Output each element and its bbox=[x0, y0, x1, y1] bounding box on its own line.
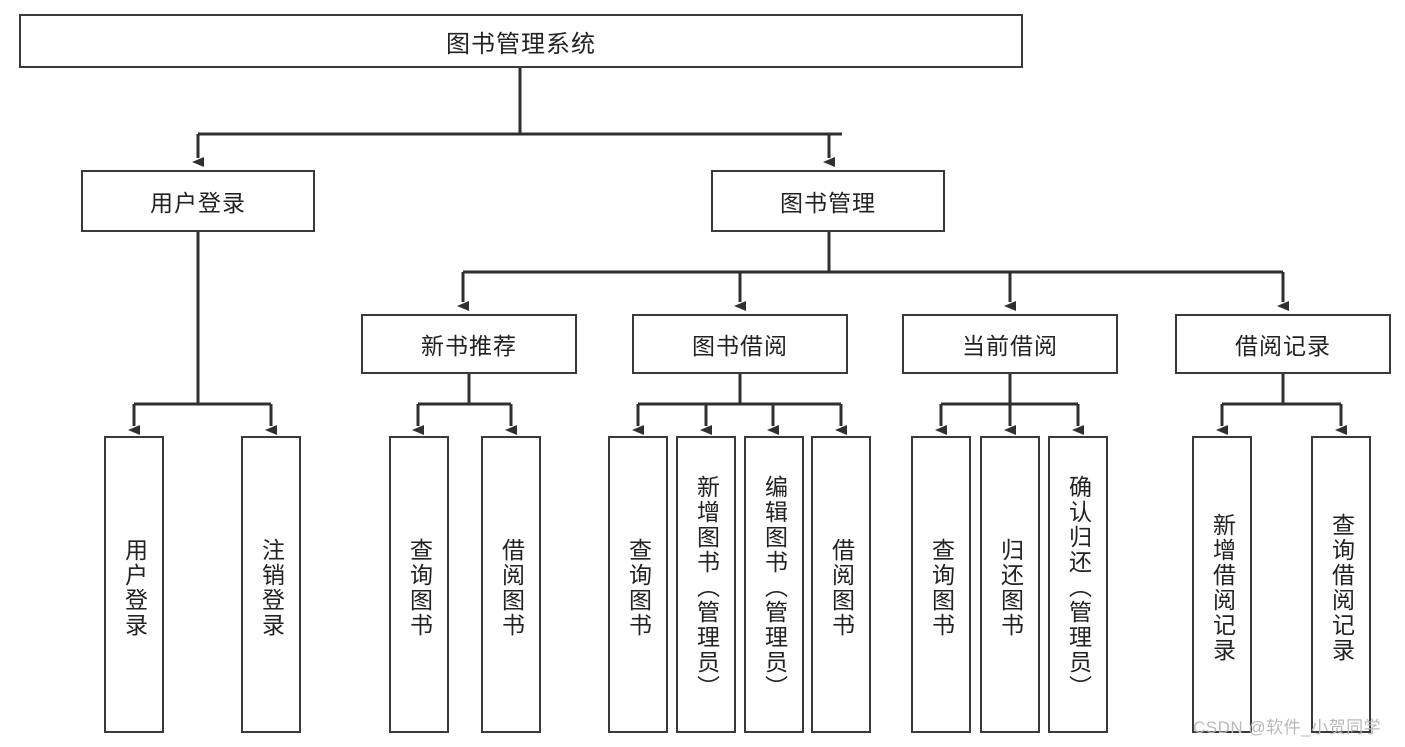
leaf-logout[interactable]: 注销登录 bbox=[241, 436, 301, 733]
leaf-return-books[interactable]: 归还图书 bbox=[980, 436, 1040, 733]
leaf-add-borrow-record[interactable]: 新增借阅记录 bbox=[1192, 436, 1252, 733]
node-borrow-records[interactable]: 借阅记录 bbox=[1175, 314, 1391, 374]
leaf-user-login[interactable]: 用户登录 bbox=[104, 436, 164, 733]
leaf-query-books-current[interactable]: 查询图书 bbox=[911, 436, 971, 733]
node-book-borrow[interactable]: 图书借阅 bbox=[632, 314, 848, 374]
leaf-query-books-borrow[interactable]: 查询图书 bbox=[608, 436, 668, 733]
node-root[interactable]: 图书管理系统 bbox=[19, 14, 1023, 68]
leaf-borrow-books-newbook[interactable]: 借阅图书 bbox=[481, 436, 541, 733]
csdn-watermark: CSDN @软件_小贺同学 bbox=[1193, 718, 1382, 737]
node-user-login[interactable]: 用户登录 bbox=[81, 170, 315, 232]
leaf-borrow-books[interactable]: 借阅图书 bbox=[811, 436, 871, 733]
leaf-query-borrow-record[interactable]: 查询借阅记录 bbox=[1311, 436, 1371, 733]
leaf-query-books-newbook[interactable]: 查询图书 bbox=[389, 436, 449, 733]
leaf-add-book-admin[interactable]: 新增图书（管理员） bbox=[676, 436, 736, 733]
leaf-edit-book-admin[interactable]: 编辑图书（管理员） bbox=[744, 436, 804, 733]
node-book-management[interactable]: 图书管理 bbox=[711, 170, 945, 232]
node-current-borrow[interactable]: 当前借阅 bbox=[902, 314, 1118, 374]
leaf-confirm-return-admin[interactable]: 确认归还（管理员） bbox=[1048, 436, 1108, 733]
node-new-book-recommend[interactable]: 新书推荐 bbox=[361, 314, 577, 374]
